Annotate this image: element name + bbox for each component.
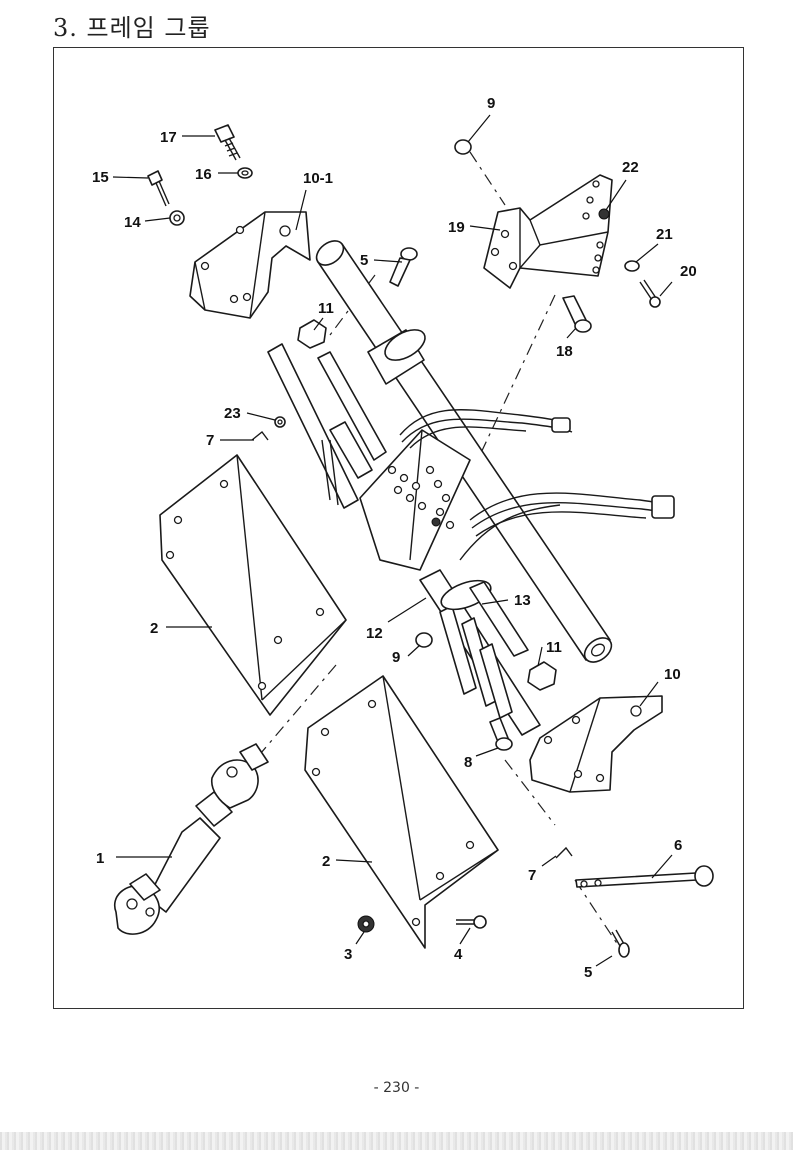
part-18-pin [562, 295, 592, 333]
part-10-1-bracket [189, 211, 311, 319]
callout-9-lower: 9 [392, 649, 400, 666]
callout-10: 10 [664, 666, 681, 683]
callout-22: 22 [622, 159, 639, 176]
part-4-screw [456, 915, 487, 929]
diagram-frame [53, 47, 744, 1009]
callout-10-1: 10-1 [303, 170, 333, 187]
callout-21: 21 [656, 226, 673, 243]
callout-2-upper: 2 [150, 620, 158, 637]
part-2-cover-lower [304, 675, 499, 949]
part-7-clip-lower [555, 846, 573, 859]
callout-11-upper: 11 [318, 300, 334, 317]
page-number: - 230 - [373, 1080, 420, 1096]
part-9-cap-upper [454, 139, 472, 155]
part-6-rod [575, 865, 714, 888]
callout-16: 16 [195, 166, 212, 183]
callout-8: 8 [464, 754, 472, 771]
wire-harness [399, 409, 675, 561]
callout-12: 12 [366, 625, 383, 642]
callout-17: 17 [160, 129, 177, 146]
part-22-nut [598, 208, 610, 220]
callout-14: 14 [124, 214, 141, 231]
callout-5-upper: 5 [360, 252, 368, 269]
part-1-universal-joint [113, 743, 269, 935]
callout-2-lower: 2 [322, 853, 330, 870]
part-23-nut [274, 416, 286, 428]
tube-collar-upper [367, 329, 426, 385]
callout-15: 15 [92, 169, 109, 186]
part-20-bolt [639, 279, 661, 308]
callout-11-lower: 11 [546, 639, 562, 656]
page-title: 3. 프레임 그룹 [53, 14, 211, 42]
part-15-bolt [147, 170, 170, 207]
callout-20: 20 [680, 263, 697, 280]
part-19-bracket-assembly [483, 174, 613, 289]
callout-3: 3 [344, 946, 352, 963]
callout-labels: 15 14 17 16 10-1 9 22 19 21 20 18 5 11 2… [92, 95, 697, 981]
part-11-nut-upper [297, 319, 327, 349]
part-3-washer [357, 915, 375, 933]
callout-6: 6 [674, 837, 682, 854]
part-17-bolt [214, 124, 241, 161]
part-5-pin-lower [611, 929, 630, 958]
part-8-pin [489, 717, 513, 751]
part-10-bracket [529, 695, 663, 793]
part-16-washer [237, 167, 253, 179]
part-11-nut-lower [527, 661, 557, 691]
leader-lines [112, 114, 673, 967]
part-7-clip-upper [251, 431, 269, 441]
callout-13: 13 [514, 592, 531, 609]
callout-1: 1 [96, 850, 104, 867]
callout-18: 18 [556, 343, 573, 360]
callout-19: 19 [448, 219, 465, 236]
callout-7-lower: 7 [528, 867, 536, 884]
callout-7-upper: 7 [206, 432, 214, 449]
part-14-washer [169, 210, 185, 226]
callout-9-upper: 9 [487, 95, 495, 112]
part-2-cover-upper [159, 454, 347, 716]
callout-5-lower: 5 [584, 964, 592, 981]
callout-4: 4 [454, 946, 463, 963]
part-21-washer [624, 260, 640, 272]
part-5-pin-upper [389, 247, 418, 287]
scan-edge-strip [0, 1132, 793, 1150]
part-9-cap-lower [415, 632, 433, 648]
part-12-center-plate [359, 429, 471, 571]
lower-rail-assembly [419, 569, 541, 736]
callout-23: 23 [224, 405, 241, 422]
side-rail-assembly [267, 343, 387, 509]
